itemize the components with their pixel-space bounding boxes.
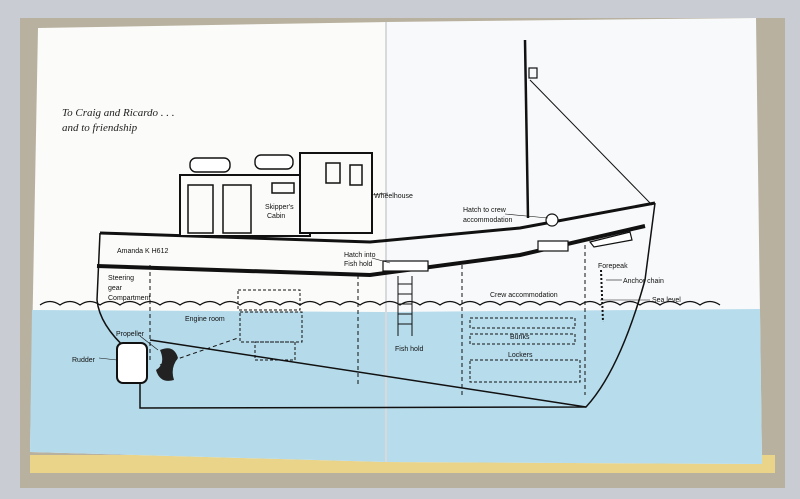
sea-area <box>30 310 386 462</box>
label-hatch-fish-1: Hatch into <box>344 252 376 259</box>
forestay <box>529 79 653 206</box>
anchor-chain <box>600 269 604 323</box>
mast-light <box>528 67 538 79</box>
leader-lines <box>98 192 650 361</box>
bulwark-stripe <box>96 224 646 278</box>
wheelhouse-window-2 <box>349 164 363 186</box>
bunks-outline <box>469 317 581 383</box>
liferaft-2 <box>254 154 294 170</box>
label-forepeak: Forepeak <box>598 263 628 270</box>
label-boat-name: Amanda K H612 <box>117 248 168 255</box>
label-anchor-chain: Anchor chain <box>623 278 664 285</box>
cabin-door-2 <box>222 184 252 234</box>
cabin-door-1 <box>187 184 214 234</box>
keel <box>149 339 587 408</box>
label-skippers-cabin-1: Skipper's <box>265 204 294 211</box>
hatch-fish-hold <box>382 260 429 272</box>
deck-line <box>99 201 656 244</box>
anchor-winch <box>588 231 633 248</box>
label-bunks: Bunks <box>510 334 530 341</box>
hull-outline <box>96 202 656 409</box>
liferaft-1 <box>189 157 231 173</box>
label-steering-1: Steering <box>108 275 134 282</box>
label-engine-room: Engine room <box>185 316 225 323</box>
label-rudder: Rudder <box>72 357 96 364</box>
propeller <box>156 348 178 381</box>
wheelhouse-window-1 <box>325 162 341 184</box>
sea-level-waves <box>39 300 721 306</box>
wheelhouse <box>299 152 373 234</box>
label-hatch-crew-2: accommodation <box>463 217 513 224</box>
cabin-porthole <box>271 182 295 194</box>
label-steering-2: gear <box>108 285 123 292</box>
label-skippers-cabin-2: Cabin <box>267 213 285 220</box>
label-propeller: Propeller <box>116 331 145 338</box>
sea-area-right <box>386 309 762 464</box>
label-wheelhouse: Wheelhouse <box>374 193 413 200</box>
dedication-line-2: and to friendship <box>62 122 138 134</box>
label-fish-hold: Fish hold <box>395 346 424 353</box>
hatch-crew-ring <box>545 213 559 227</box>
hatch-crew <box>537 240 569 252</box>
fish-hold-ladder <box>397 276 413 336</box>
label-steering-3: Compartment <box>108 295 150 302</box>
engine-outline <box>237 289 303 361</box>
mast <box>523 39 530 219</box>
label-hatch-fish-2: Fish hold <box>344 261 373 268</box>
label-hatch-crew-1: Hatch to crew <box>463 207 507 214</box>
rudder <box>116 342 148 384</box>
label-crew-accommodation: Crew accommodation <box>490 292 558 299</box>
label-sea-level: Sea level <box>652 297 681 304</box>
dedication-line-1: To Craig and Ricardo . . . <box>62 107 175 119</box>
label-lockers: Lockers <box>508 352 533 359</box>
